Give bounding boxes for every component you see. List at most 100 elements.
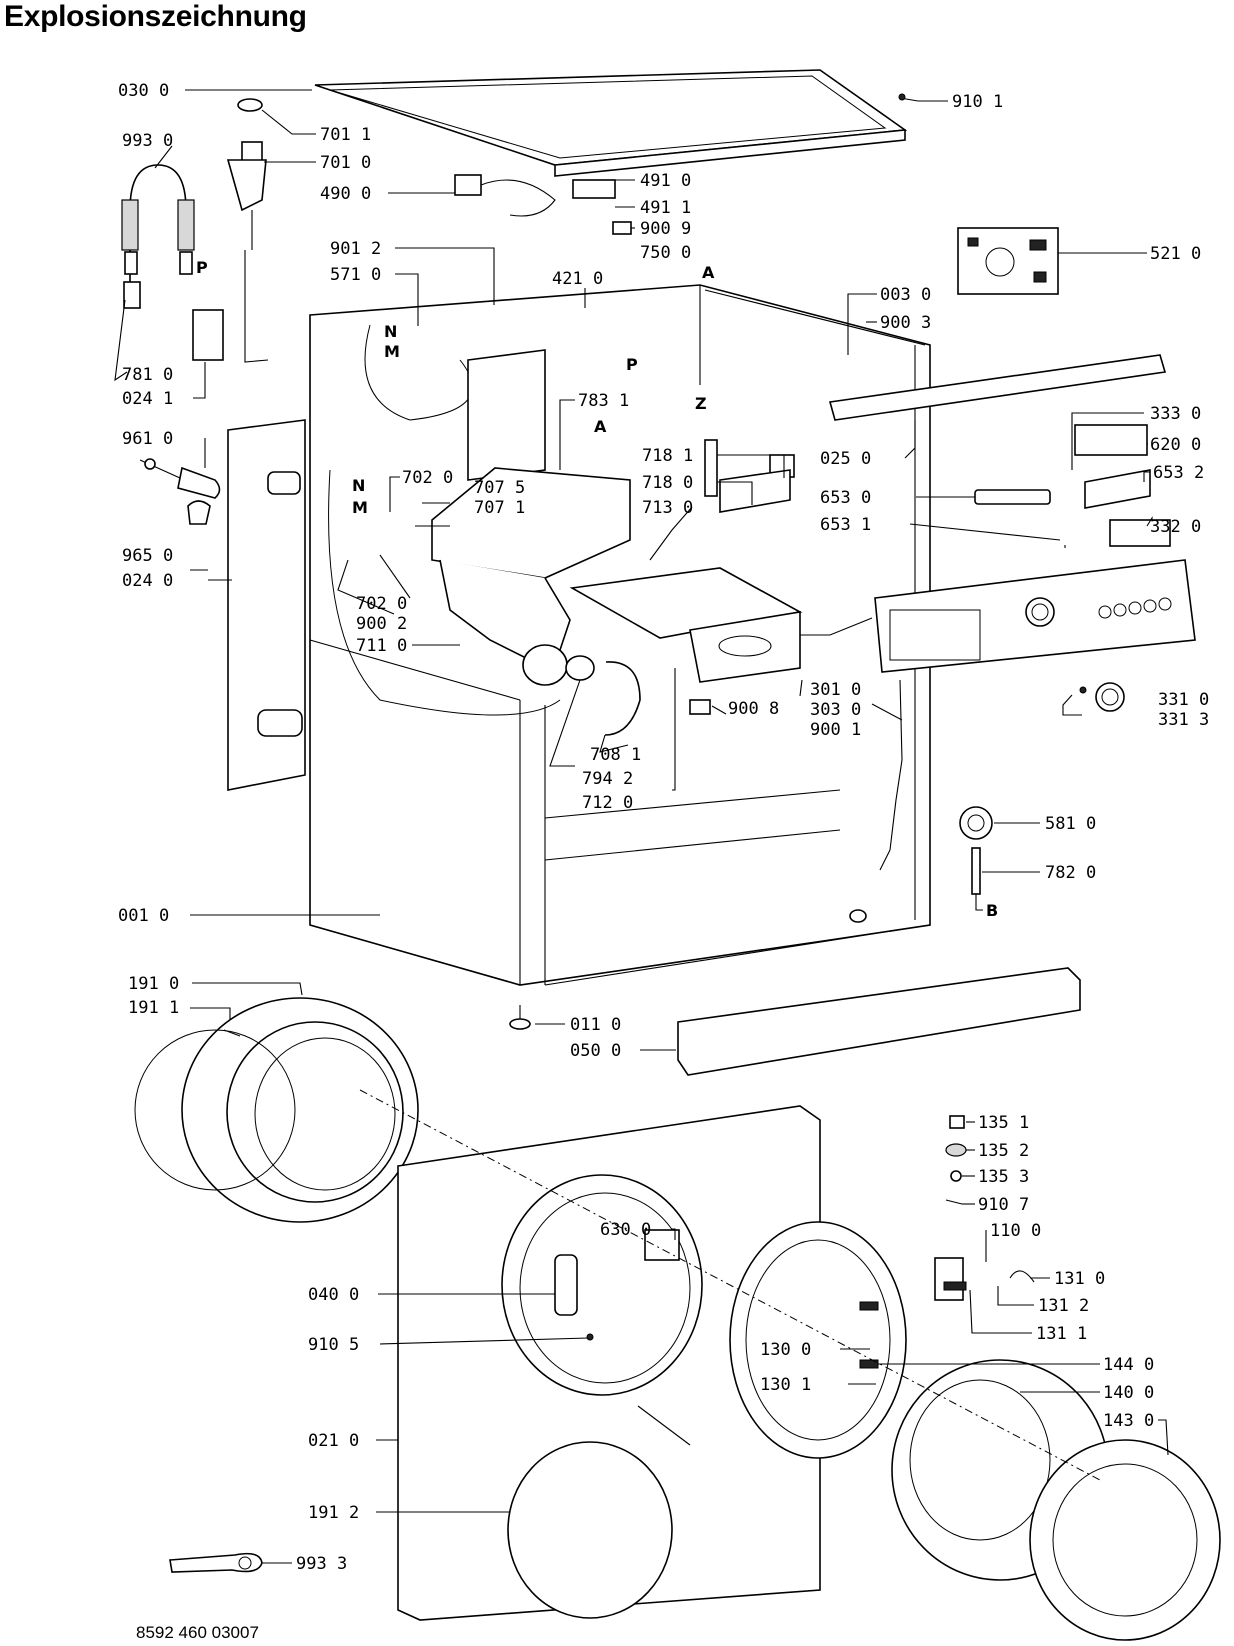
label-783-1: 783 1 [578, 391, 629, 411]
label-030-0: 030 0 [118, 81, 169, 101]
label-794-2: 794 2 [582, 769, 633, 789]
part-0241 [192, 309, 224, 361]
label-900-1: 900 1 [810, 720, 861, 740]
part-pressure-switch [959, 806, 993, 840]
part-control-rail [828, 354, 1167, 421]
label-521-0: 521 0 [1150, 244, 1201, 264]
letter-m-dispenser: M [352, 498, 368, 517]
label-333-0: 333 0 [1150, 404, 1201, 424]
label-900-2: 900 2 [356, 614, 407, 634]
part-cover-plug [237, 98, 263, 112]
letter-p-pump: P [626, 355, 638, 374]
label-702-0-a: 702 0 [402, 468, 453, 488]
letter-p-hose: P [196, 258, 208, 277]
part-6532 [1084, 469, 1151, 509]
label-421-0: 421 0 [552, 269, 603, 289]
label-781-0: 781 0 [122, 365, 173, 385]
label-620-0: 620 0 [1150, 435, 1201, 455]
label-711-0: 711 0 [356, 636, 407, 656]
part-seal-spring [134, 1029, 296, 1191]
part-filter [572, 179, 616, 199]
part-9008 [689, 699, 711, 715]
label-782-0: 782 0 [1045, 863, 1096, 883]
label-191-1: 191 1 [128, 998, 179, 1018]
part-mains-cable [454, 174, 556, 217]
part-drain-hose [565, 655, 641, 736]
page-title: Explosionszeichnung [4, 0, 307, 33]
label-131-2: 131 2 [1038, 1296, 1089, 1316]
label-581-0: 581 0 [1045, 814, 1096, 834]
label-491-1: 491 1 [640, 198, 691, 218]
label-131-1: 131 1 [1036, 1324, 1087, 1344]
part-kick-plate [677, 967, 1081, 1076]
part-hose-u [121, 164, 195, 309]
part-6530 [974, 489, 1051, 505]
document-number: 8592 460 03007 [136, 1623, 259, 1642]
part-9009 [612, 221, 632, 235]
part-foot [509, 1005, 531, 1030]
label-332-0: 332 0 [1150, 517, 1201, 537]
part-9650 [187, 500, 211, 525]
part-door-seal [181, 997, 419, 1223]
label-653-1: 653 1 [820, 515, 871, 535]
part-hinge [859, 1301, 879, 1369]
part-door-frame [729, 1221, 907, 1459]
label-701-0: 701 0 [320, 153, 371, 173]
part-control-panel [874, 559, 1196, 673]
label-910-1: 910 1 [952, 92, 1003, 112]
label-050-0: 050 0 [570, 1041, 621, 1061]
leader-lines [114, 89, 1169, 1564]
label-718-1: 718 1 [642, 446, 693, 466]
label-191-2: 191 2 [308, 1503, 359, 1523]
label-712-0: 712 0 [582, 793, 633, 813]
label-750-0: 750 0 [640, 243, 691, 263]
label-965-0: 965 0 [122, 546, 173, 566]
part-rear-panel [227, 419, 306, 791]
label-331-0: 331 0 [1158, 690, 1209, 710]
part-3320 [1109, 519, 1171, 547]
part-electronic-board [957, 227, 1059, 295]
part-040 [554, 1254, 578, 1316]
label-331-3: 331 3 [1158, 710, 1209, 730]
part-7180 [719, 469, 791, 513]
label-021-0: 021 0 [308, 1431, 359, 1451]
label-040-0: 040 0 [308, 1285, 359, 1305]
axis-line [359, 1089, 1101, 1481]
part-door-handle [934, 1257, 967, 1301]
part-wiring-harness [879, 679, 903, 871]
part-hardware-right [945, 1115, 967, 1205]
part-level-valve [226, 141, 267, 250]
label-303-0: 303 0 [810, 700, 861, 720]
letter-m-valve: M [384, 342, 400, 361]
part-6200 [1074, 424, 1148, 456]
label-900-3: 900 3 [880, 313, 931, 333]
part-dispenser-housing [431, 467, 631, 686]
letter-a-pump: A [702, 263, 715, 282]
label-301-0: 301 0 [810, 680, 861, 700]
label-490-0: 490 0 [320, 184, 371, 204]
label-701-1: 701 1 [320, 125, 371, 145]
part-knob [1079, 682, 1125, 712]
label-900-8: 900 8 [728, 699, 779, 719]
label-713-0: 713 0 [642, 498, 693, 518]
label-653-0: 653 0 [820, 488, 871, 508]
label-135-1: 135 1 [978, 1113, 1029, 1133]
label-900-9: 900 9 [640, 219, 691, 239]
label-707-1: 707 1 [474, 498, 525, 518]
label-140-0: 140 0 [1103, 1383, 1154, 1403]
label-144-0: 144 0 [1103, 1355, 1154, 1375]
part-tool [169, 1552, 263, 1573]
label-001-0: 001 0 [118, 906, 169, 926]
part-7130 [704, 439, 718, 497]
label-630-0: 630 0 [600, 1220, 651, 1240]
label-901-2: 901 2 [330, 239, 381, 259]
part-top-cover [314, 69, 908, 177]
part-number-labels: 030 0 910 1 701 1 993 0 701 0 490 0 491 … [118, 81, 1209, 1574]
part-door-lock [644, 1229, 680, 1261]
label-910-5: 910 5 [308, 1335, 359, 1355]
label-130-0: 130 0 [760, 1340, 811, 1360]
label-718-0: 718 0 [642, 473, 693, 493]
part-cabinet [309, 284, 931, 986]
part-screw-9101 [898, 93, 919, 102]
